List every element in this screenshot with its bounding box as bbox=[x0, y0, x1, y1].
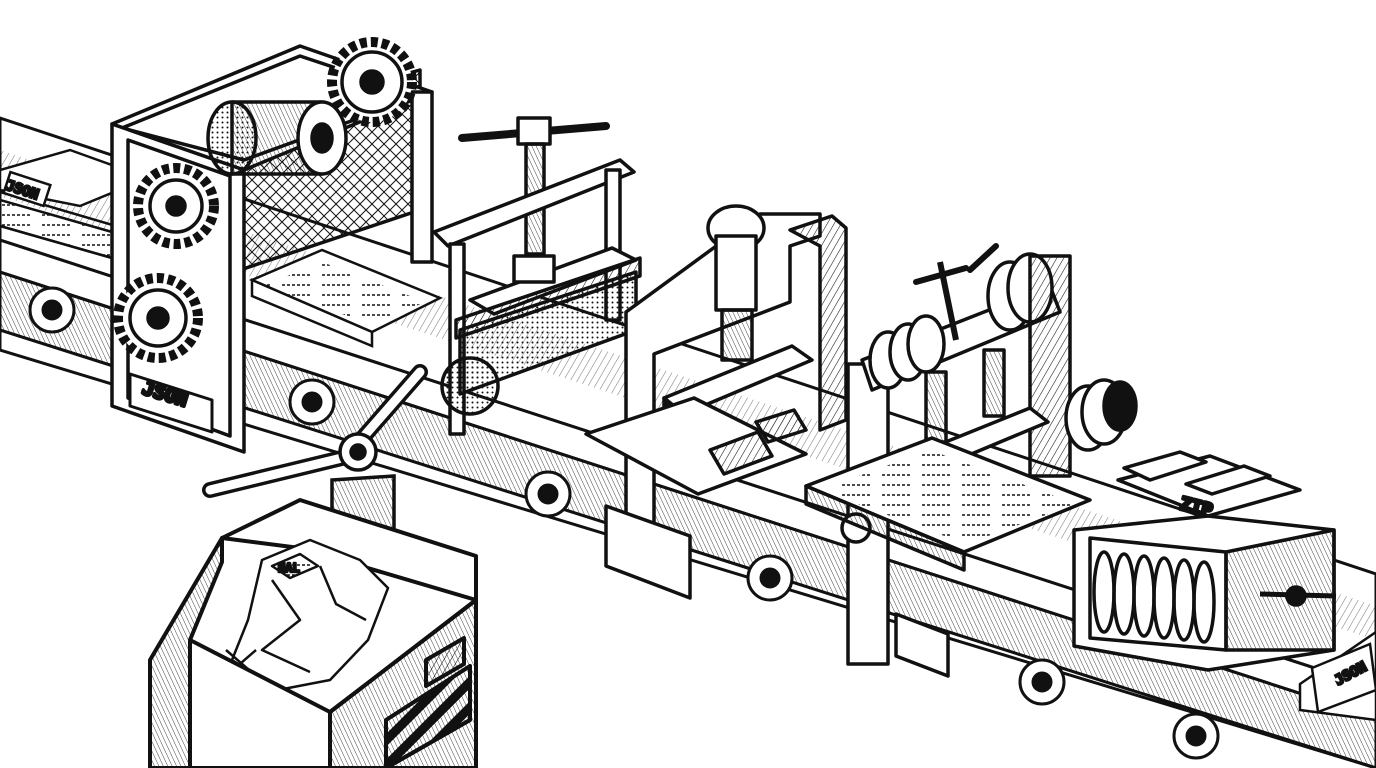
roller-1 bbox=[28, 286, 76, 334]
stamping-press bbox=[584, 204, 848, 600]
gear-side-upper bbox=[133, 163, 219, 249]
clamp-press bbox=[804, 243, 1092, 678]
zip-compressor: ZIP bbox=[1064, 378, 1337, 672]
spring-roller-back bbox=[1064, 378, 1138, 452]
document-under-gear-machine bbox=[248, 248, 444, 348]
coil-left bbox=[868, 314, 946, 390]
roller-2 bbox=[288, 378, 336, 426]
zip-springs bbox=[1092, 550, 1216, 644]
exit-json-document: JSON bbox=[1298, 630, 1376, 722]
roller-6 bbox=[1172, 712, 1220, 760]
waste-bin: NAL bbox=[148, 498, 478, 768]
roller-5 bbox=[1018, 658, 1066, 706]
gear-top-right bbox=[327, 37, 417, 127]
gear-roller-machine: JSON bbox=[110, 37, 434, 454]
roller-4 bbox=[746, 554, 794, 602]
crumpled-paper: NAL bbox=[225, 538, 390, 692]
crumpled-paper-label: NAL bbox=[278, 561, 300, 575]
gear-side-lower bbox=[113, 273, 203, 363]
roller-3 bbox=[524, 470, 572, 518]
brush-press bbox=[432, 116, 642, 436]
belt-rollers bbox=[28, 286, 1220, 760]
